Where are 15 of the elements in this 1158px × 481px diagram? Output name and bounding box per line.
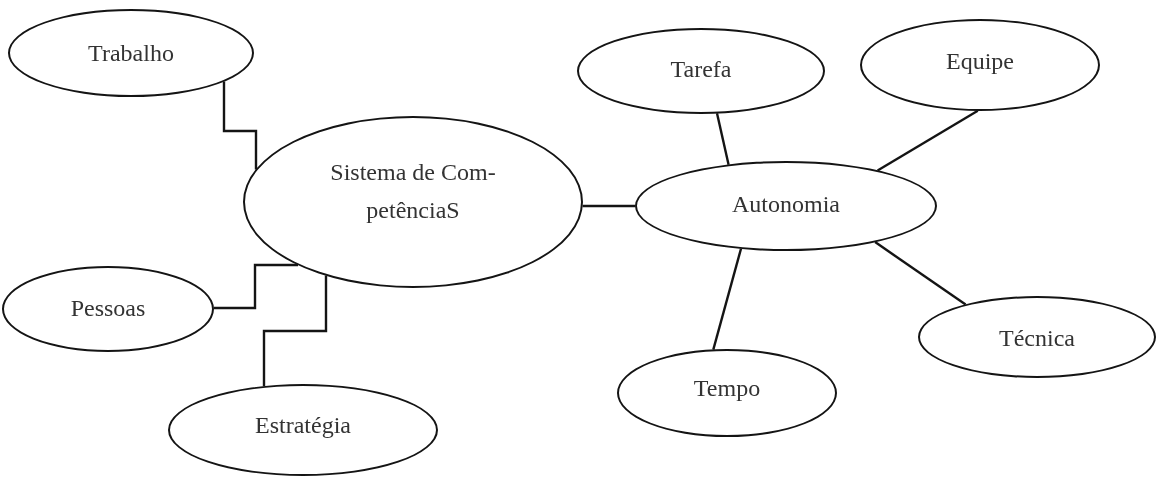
connector-line bbox=[262, 275, 328, 387]
node-label: Estratégia bbox=[255, 411, 351, 440]
node-label: Tempo bbox=[693, 374, 761, 403]
node-label: Tarefa bbox=[670, 55, 732, 84]
connector-line bbox=[582, 204, 636, 208]
connector-line bbox=[213, 263, 298, 310]
connector-line bbox=[877, 109, 979, 172]
node-label: Sistema de Com- petênciaS bbox=[329, 158, 497, 225]
connector-line bbox=[712, 248, 743, 350]
connector-line bbox=[874, 241, 967, 306]
node-label: Trabalho bbox=[88, 39, 174, 68]
node-label: Autonomia bbox=[732, 190, 840, 219]
node-label: Técnica bbox=[999, 324, 1075, 353]
node-label: Pessoas bbox=[70, 294, 146, 323]
node-label: Equipe bbox=[946, 47, 1014, 76]
